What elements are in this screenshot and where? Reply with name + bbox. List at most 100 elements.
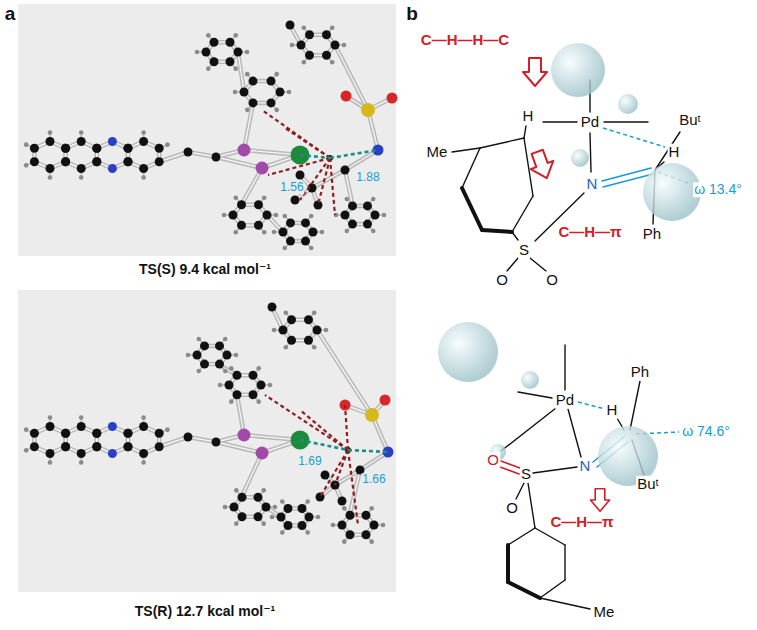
hydrogen-atom bbox=[48, 415, 53, 420]
atom bbox=[226, 38, 235, 47]
atom bbox=[363, 220, 372, 229]
atom bbox=[322, 51, 331, 60]
atoms bbox=[30, 303, 394, 540]
hydrogen-atom bbox=[330, 60, 335, 65]
hydrogen-atom bbox=[256, 399, 261, 404]
atom-label: Buᵗ bbox=[636, 476, 660, 493]
atom bbox=[215, 341, 224, 350]
bond-sticks bbox=[34, 307, 388, 535]
bond-line bbox=[528, 483, 535, 528]
hydrogen-atom bbox=[274, 108, 279, 113]
bond-highlight bbox=[159, 437, 188, 447]
hydrogen-atom bbox=[206, 66, 211, 71]
atom-label: Pd bbox=[555, 392, 575, 409]
angle-label: ω 13.4° bbox=[693, 182, 743, 197]
hydrogen-atom bbox=[344, 229, 349, 234]
atom bbox=[123, 442, 132, 451]
bond-line bbox=[512, 196, 533, 232]
hydrogen-atom bbox=[342, 539, 347, 544]
forming-bond bbox=[300, 440, 348, 450]
bond-line bbox=[501, 461, 520, 468]
atom bbox=[61, 144, 70, 153]
atom-label: Me bbox=[593, 604, 616, 621]
hydrogen-atom bbox=[316, 515, 321, 520]
hydrogen-atom bbox=[256, 366, 261, 371]
hydrogen-atom bbox=[261, 488, 266, 493]
hydrogen-atom bbox=[245, 72, 250, 77]
atom-label: Me bbox=[426, 144, 449, 161]
atom-label: Ph bbox=[642, 226, 662, 243]
hydrogen-atom bbox=[24, 427, 29, 432]
bond-line bbox=[568, 409, 581, 457]
bond-highlights bbox=[34, 25, 392, 241]
bond-stick bbox=[345, 170, 353, 205]
hydrogen-atom bbox=[24, 142, 29, 147]
atom bbox=[230, 503, 239, 512]
atom-label: N bbox=[579, 458, 592, 475]
hydrogen-atom bbox=[234, 488, 239, 493]
hydrogen-atom bbox=[274, 72, 279, 77]
bond-line bbox=[508, 528, 535, 545]
atom bbox=[286, 218, 295, 227]
bond-line bbox=[462, 148, 480, 188]
atom bbox=[46, 164, 55, 173]
hydrogen-atom bbox=[273, 505, 278, 510]
atom-label: Pd bbox=[580, 114, 600, 131]
atom bbox=[346, 530, 355, 539]
dashed-contact bbox=[603, 128, 665, 147]
atom bbox=[139, 422, 148, 431]
atom bbox=[284, 504, 293, 513]
atom bbox=[92, 157, 101, 166]
atom bbox=[124, 429, 133, 438]
atom bbox=[61, 144, 70, 153]
atom bbox=[249, 371, 258, 380]
atom bbox=[155, 429, 164, 438]
ts-schematic bbox=[438, 43, 701, 609]
hydrogen-atom bbox=[342, 506, 347, 511]
dashed-contact bbox=[578, 402, 605, 409]
hydrogen-atom bbox=[223, 337, 228, 342]
hydrogen-atom bbox=[165, 427, 170, 432]
angle-label: ω 74.6° bbox=[681, 424, 731, 439]
atom bbox=[139, 449, 148, 458]
atom bbox=[223, 351, 232, 360]
bond-highlight bbox=[242, 453, 262, 496]
interaction-lines bbox=[262, 110, 335, 215]
hydrogen-atom bbox=[369, 506, 374, 511]
atom bbox=[276, 88, 285, 97]
atom bbox=[304, 336, 313, 345]
atom bbox=[61, 442, 70, 451]
atom bbox=[200, 341, 209, 350]
atom bbox=[257, 381, 266, 390]
atom bbox=[279, 326, 288, 335]
bond-distance: 1.69 bbox=[297, 455, 322, 468]
interaction-lines bbox=[265, 395, 358, 525]
atom bbox=[301, 237, 310, 246]
atom bbox=[256, 447, 269, 460]
atom bbox=[226, 57, 235, 66]
bond-distance: 1.66 bbox=[361, 473, 386, 486]
hydrogen-atom bbox=[270, 515, 275, 520]
bond-line bbox=[500, 467, 519, 474]
hydrogen-atom bbox=[233, 230, 238, 235]
atom bbox=[212, 438, 221, 447]
hydrogen-atom bbox=[280, 530, 285, 535]
atom bbox=[234, 48, 243, 57]
atom bbox=[233, 371, 242, 380]
block-arrow bbox=[523, 58, 547, 86]
atom bbox=[254, 512, 263, 521]
atom bbox=[46, 449, 55, 458]
bond-distance: 1.88 bbox=[355, 171, 380, 184]
atom bbox=[200, 360, 209, 369]
hydrogen-atom bbox=[79, 175, 84, 180]
block-arrow bbox=[526, 148, 558, 183]
ts-r-model bbox=[24, 303, 394, 544]
atom bbox=[346, 511, 355, 520]
atom bbox=[123, 429, 132, 438]
atom bbox=[348, 220, 357, 229]
atom bbox=[362, 530, 371, 539]
atom bbox=[262, 503, 271, 512]
hydrogen-atom bbox=[141, 460, 146, 465]
atom bbox=[210, 57, 219, 66]
atom bbox=[291, 196, 300, 205]
